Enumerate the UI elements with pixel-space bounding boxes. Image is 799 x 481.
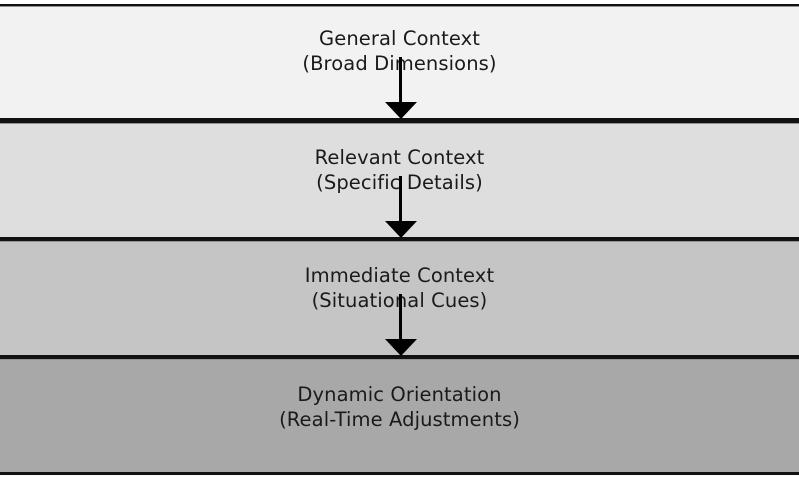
layer-subtitle: (Real-Time Adjustments) xyxy=(279,408,520,431)
layer-subtitle: (Broad Dimensions) xyxy=(302,52,497,75)
layer-subtitle: (Situational Cues) xyxy=(311,289,488,312)
layer-title: Dynamic Orientation xyxy=(297,383,502,406)
layer-label-general-context: General Context (Broad Dimensions) xyxy=(0,26,799,76)
layer-label-dynamic-orientation: Dynamic Orientation (Real-Time Adjustmen… xyxy=(0,382,799,432)
layer-title: General Context xyxy=(319,27,480,50)
layer-title: Immediate Context xyxy=(304,264,495,287)
layer-band-dynamic-orientation xyxy=(0,357,799,475)
layer-label-immediate-context: Immediate Context (Situational Cues) xyxy=(0,263,799,313)
layer-label-relevant-context: Relevant Context (Specific Details) xyxy=(0,145,799,195)
layer-title: Relevant Context xyxy=(314,146,485,169)
layer-subtitle: (Specific Details) xyxy=(316,171,483,194)
